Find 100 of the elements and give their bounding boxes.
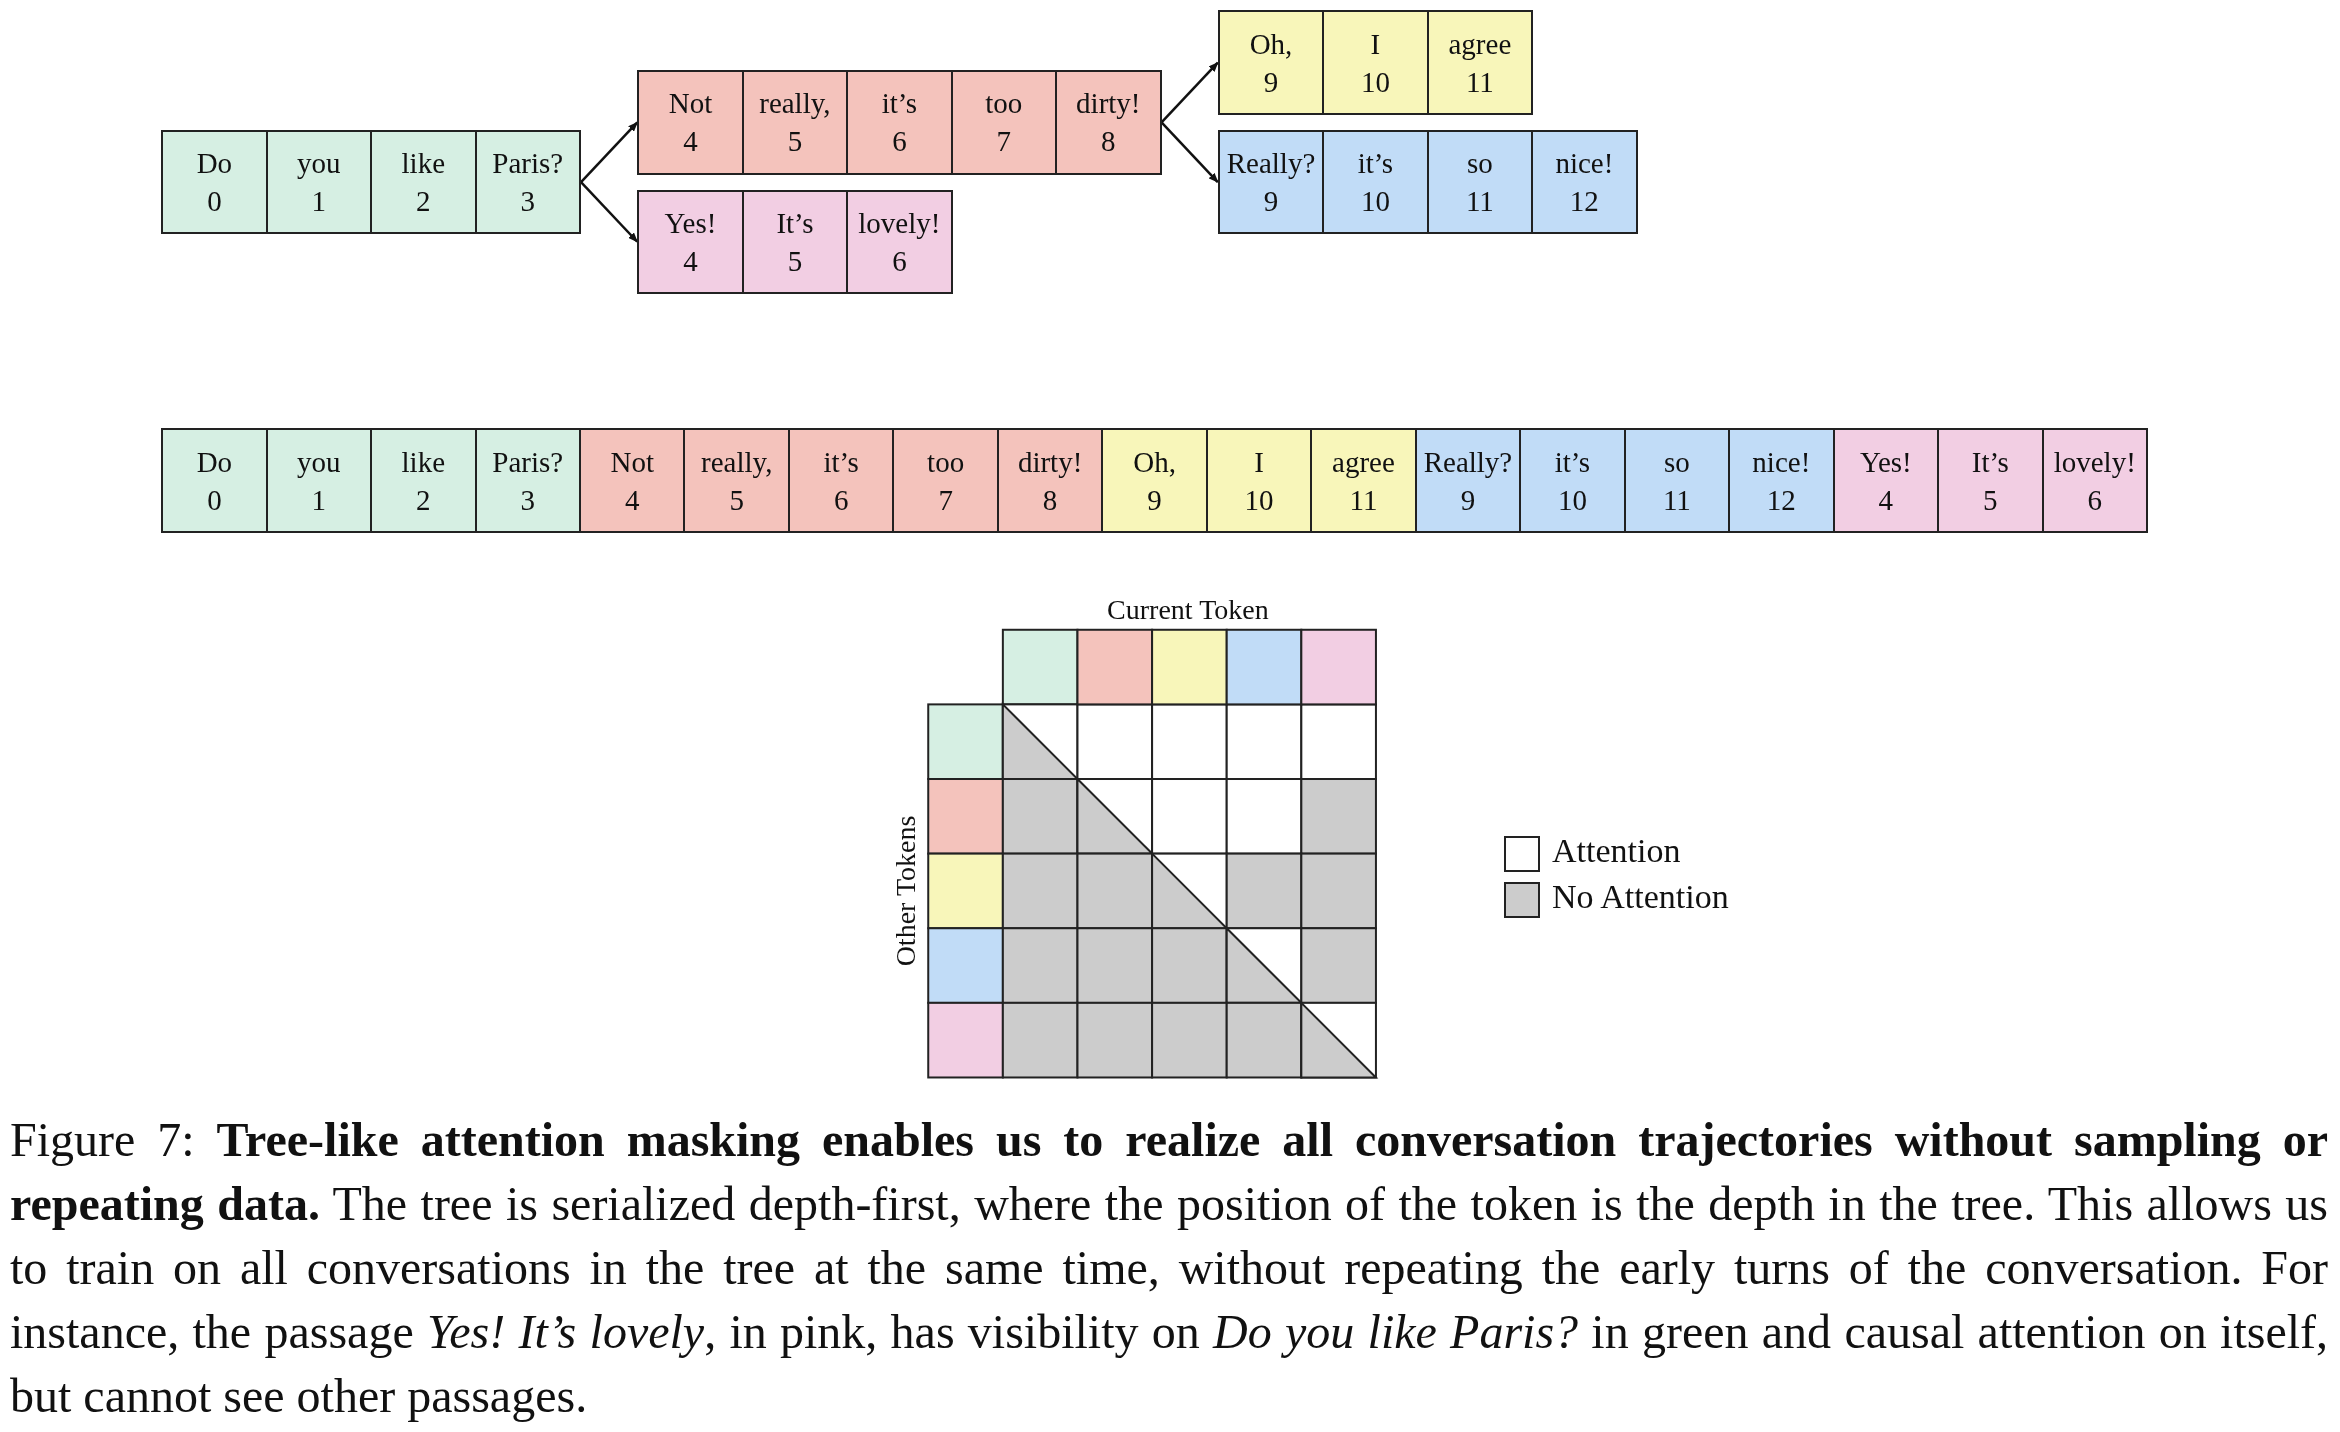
token-box [161,129,268,235]
token-box [265,428,373,533]
token-box [846,189,953,294]
token-word: you [297,146,341,182]
token-box [370,428,477,533]
token-box [474,129,581,235]
arrow [580,181,639,243]
token-word: I [1370,26,1381,62]
token-word: too [927,444,965,480]
token-box [1519,428,1626,533]
token-word: It’s [1971,444,2009,480]
token-position: 8 [1101,124,1116,160]
token-word: dirty! [1076,86,1141,122]
token-box [1728,428,1835,533]
token-box [1217,129,1325,235]
token-box [950,70,1058,175]
token-word: Really? [1423,444,1513,480]
token-position: 1 [311,184,327,220]
token-box [1322,10,1429,115]
token-word: you [297,444,341,480]
token-position: 3 [520,184,536,220]
token-word: really, [701,444,773,480]
token-box [161,428,268,533]
token-word: like [401,444,446,480]
token-box [1832,428,1940,533]
token-position: 6 [892,243,907,279]
legend-label: No Attention [1552,877,1729,916]
token-box [474,428,581,533]
arrow [1160,121,1219,183]
token-box [637,189,744,294]
token-box [1101,428,1208,533]
token-position: 9 [1460,482,1476,518]
token-position: 11 [1662,482,1691,518]
token-position: 3 [520,482,536,518]
token-position: 5 [787,243,803,279]
token-position: 4 [683,124,698,160]
token-position: 0 [207,482,222,518]
token-position: 7 [996,124,1012,160]
token-word: Do [196,444,233,480]
token-box [1322,129,1429,235]
token-box [1414,428,1522,533]
token-position: 12 [1766,482,1796,518]
arrow [580,121,639,183]
token-position: 10 [1360,184,1390,220]
token-box [787,428,895,533]
arrow [1160,61,1219,124]
token-word: Yes! [664,205,717,241]
token-box [370,129,477,235]
token-word: so [1664,444,1690,480]
token-word: nice! [1555,146,1614,182]
token-word: agree [1448,26,1512,62]
token-position: 12 [1569,184,1599,220]
token-word: so [1467,146,1493,182]
token-box [1426,10,1534,115]
token-word: Not [610,444,654,480]
token-word: lovely! [2053,444,2136,480]
token-position: 5 [729,482,744,518]
token-box [1310,428,1417,533]
token-box [1531,129,1638,235]
token-word: really, [759,86,831,122]
token-box [1217,10,1325,115]
token-position: 2 [416,184,431,220]
token-word: Paris? [492,146,564,182]
token-position: 4 [1878,482,1894,518]
token-box [637,70,744,175]
token-word: Not [668,86,713,122]
axis-title: Other Tokens [889,815,922,967]
token-position: 4 [683,243,698,279]
token-position: 2 [416,482,431,518]
token-box [996,428,1104,533]
token-word: nice! [1752,444,1811,480]
token-position: 11 [1465,64,1494,100]
token-word: too [985,86,1023,122]
token-position: 6 [892,124,907,160]
token-word: it’s [1357,146,1394,182]
token-box [741,189,849,294]
token-box [1937,428,2044,533]
token-position: 5 [787,124,803,160]
token-box [1623,428,1731,533]
token-position: 6 [833,482,849,518]
token-box [1205,428,1313,533]
token-word: Oh, [1133,444,1176,480]
token-position: 11 [1349,482,1378,518]
token-word: lovely! [858,205,941,241]
token-word: I [1254,444,1264,480]
token-position: 6 [2087,482,2102,518]
token-word: it’s [823,444,859,480]
token-word: Oh, [1249,26,1293,62]
legend-label: Attention [1552,831,1681,870]
axis-title: Current Token [1107,593,1269,626]
token-box [1426,129,1534,235]
token-word: It’s [776,205,814,241]
token-box [741,70,849,175]
token-position: 9 [1147,482,1162,518]
token-box [579,428,686,533]
token-word: like [401,146,446,182]
token-position: 9 [1263,64,1279,100]
token-word: agree [1332,444,1395,480]
token-word: Really? [1226,146,1316,182]
token-box [683,428,790,533]
